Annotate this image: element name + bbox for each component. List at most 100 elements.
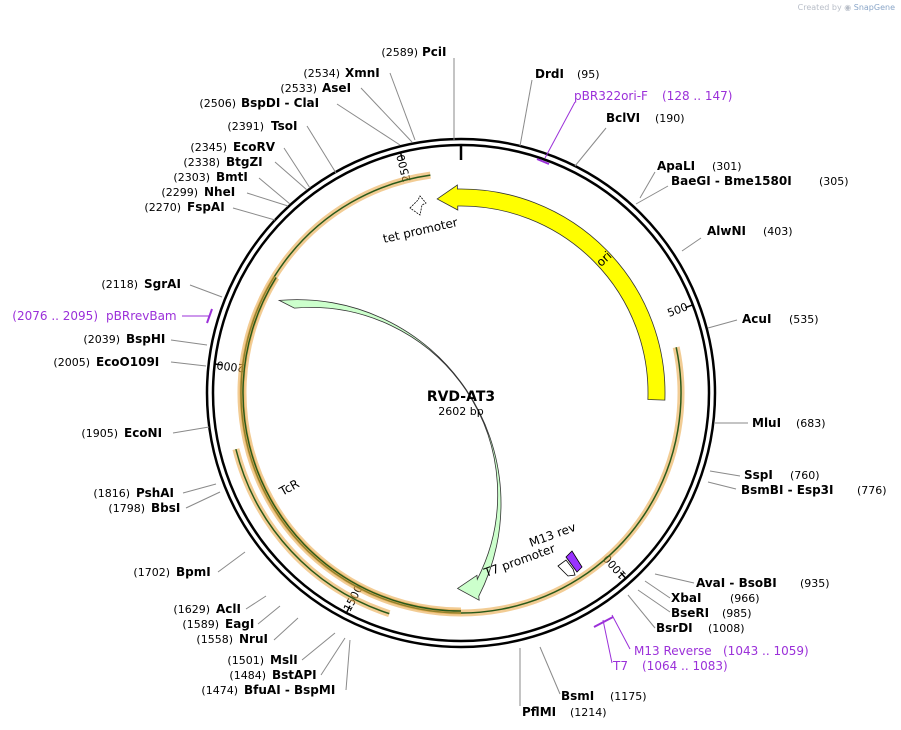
enzyme-drdi[interactable]: DrdI(95) [535, 67, 600, 81]
primer-pbr322ori-f[interactable]: pBR322ori-F(128 .. 147) [574, 89, 732, 103]
svg-text:PshAI: PshAI [136, 486, 174, 500]
svg-text:BsmI: BsmI [561, 689, 594, 703]
credit-prefix: Created by [797, 3, 842, 12]
primer-m13-reverse[interactable]: M13 Reverse(1043 .. 1059) [634, 644, 809, 658]
tcr-feature[interactable] [277, 299, 502, 601]
enzyme-pshai[interactable]: (1816) PshAI [93, 486, 174, 500]
enzyme-bmti[interactable]: (2303)BmtI [173, 170, 247, 184]
svg-text:BspHI: BspHI [126, 332, 165, 346]
enzyme-btgzi[interactable]: (2338)BtgZI [183, 155, 262, 169]
ruler-tick-500 [685, 304, 694, 309]
svg-text:(1175): (1175) [610, 690, 647, 703]
plasmid-name: RVD-AT3 [427, 389, 495, 405]
enzyme-bpmi[interactable]: (1702)BpmI [133, 565, 210, 579]
svg-text:(1905): (1905) [81, 427, 118, 440]
svg-text:BseRI: BseRI [671, 606, 709, 620]
svg-text:(2345): (2345) [190, 141, 227, 154]
enzyme-labels-right: DrdI(95) BclVI(190) ApaLI(301) BaeGI - B… [522, 67, 887, 719]
enzyme-eagi[interactable]: (1589) EagI [182, 617, 254, 631]
enzyme-pcii[interactable]: (2589)PciI [381, 45, 446, 59]
orf-tcr-outer-halo [239, 275, 462, 615]
svg-text:MluI: MluI [752, 416, 781, 430]
svg-text:(2005): (2005) [53, 356, 90, 369]
enzyme-bstapi[interactable]: (1484)BstAPI [229, 668, 316, 682]
primer-labels: pBR322ori-F(128 .. 147) M13 Reverse(1043… [12, 89, 808, 673]
svg-text:(2039): (2039) [83, 333, 120, 346]
enzyme-baegi-bme1580i[interactable]: BaeGI - Bme1580I(305) [671, 174, 849, 188]
enzyme-fspai[interactable]: (2270)FspAI [144, 200, 224, 214]
svg-text:(1589): (1589) [182, 618, 219, 631]
svg-text:EagI: EagI [225, 617, 254, 631]
enzyme-pflmi[interactable]: PflMI(1214) [522, 705, 607, 719]
svg-text:AclI: AclI [216, 602, 241, 616]
svg-text:(760): (760) [790, 469, 820, 482]
svg-text:BmtI: BmtI [216, 170, 248, 184]
enzyme-tsoi[interactable]: (2391)TsoI [227, 119, 297, 133]
enzyme-bsphi[interactable]: (2039) BspHI [83, 332, 165, 346]
enzyme-bsmbi-esp3i[interactable]: BsmBI - Esp3I(776) [741, 483, 887, 497]
svg-text:BbsI: BbsI [151, 501, 180, 515]
svg-text:BfuAI - BspMI: BfuAI - BspMI [244, 683, 335, 697]
svg-text:(301): (301) [712, 160, 742, 173]
enzyme-avai-bsobi[interactable]: AvaI - BsoBI(935) [696, 576, 830, 590]
svg-text:(403): (403) [763, 225, 793, 238]
svg-text:AcuI: AcuI [742, 312, 771, 326]
orf-tcr-outer [242, 277, 462, 612]
enzyme-acui[interactable]: AcuI(535) [742, 312, 819, 326]
backbone-outer [205, 137, 717, 649]
svg-text:BclVI: BclVI [606, 111, 640, 125]
enzyme-xmni[interactable]: (2534)XmnI [303, 66, 379, 80]
svg-text:(2076 .. 2095): (2076 .. 2095) [12, 309, 98, 323]
enzyme-apali[interactable]: ApaLI(301) [657, 159, 742, 173]
svg-text:(2589): (2589) [381, 46, 418, 59]
svg-text:M13 Reverse: M13 Reverse [634, 644, 712, 658]
enzyme-econi[interactable]: (1905)EcoNI [81, 426, 162, 440]
enzyme-bclvi[interactable]: BclVI(190) [606, 111, 685, 125]
enzyme-nrui[interactable]: (1558)NruI [196, 632, 268, 646]
enzyme-bsmi[interactable]: BsmI (1175) [561, 689, 647, 703]
m13-rev-feature[interactable]: M13 rev [527, 520, 583, 573]
enzyme-bfuai-bspmi[interactable]: (1474) BfuAI - BspMI [201, 683, 335, 697]
enzyme-sspi[interactable]: SspI(760) [744, 468, 820, 482]
enzyme-bseri[interactable]: BseRI(985) [671, 606, 752, 620]
enzyme-sgrai[interactable]: (2118)SgrAI [101, 277, 180, 291]
svg-text:BsrDI: BsrDI [656, 621, 693, 635]
leader-lines [170, 58, 748, 706]
svg-text:(2506): (2506) [199, 97, 236, 110]
ori-feature[interactable] [436, 184, 666, 401]
svg-text:(1501): (1501) [227, 654, 264, 667]
svg-text:(1558): (1558) [196, 633, 233, 646]
svg-text:AseI: AseI [322, 81, 351, 95]
tet-promoter-label: tet promoter [382, 215, 460, 246]
svg-text:(95): (95) [577, 68, 600, 81]
enzyme-bbsi[interactable]: (1798)BbsI [108, 501, 180, 515]
primer-pbrrevbam[interactable]: (2076 .. 2095) pBRrevBam [12, 309, 176, 323]
svg-text:BsmBI - Esp3I: BsmBI - Esp3I [741, 483, 833, 497]
svg-text:NheI: NheI [204, 185, 235, 199]
enzyme-nhei[interactable]: (2299)NheI [161, 185, 235, 199]
svg-text:BspDI - ClaI: BspDI - ClaI [241, 96, 319, 110]
svg-text:BtgZI: BtgZI [226, 155, 263, 169]
enzyme-alwni[interactable]: AlwNI(403) [707, 224, 793, 238]
enzyme-ecoo109i[interactable]: (2005) EcoO109I [53, 355, 159, 369]
svg-text:pBRrevBam: pBRrevBam [106, 309, 177, 323]
enzyme-acli[interactable]: (1629)AclI [173, 602, 241, 616]
enzyme-ecorv[interactable]: (2345)EcoRV [190, 140, 275, 154]
svg-text:(1474): (1474) [201, 684, 238, 697]
enzyme-xbai[interactable]: XbaI(966) [671, 591, 760, 605]
enzyme-asei[interactable]: (2533)AseI [280, 81, 351, 95]
primer-t7[interactable]: T7(1064 .. 1083) [612, 659, 728, 673]
enzyme-mlui[interactable]: MluI (683) [752, 416, 826, 430]
svg-text:BstAPI: BstAPI [272, 668, 317, 682]
svg-text:BpmI: BpmI [176, 565, 211, 579]
enzyme-bsrdi[interactable]: BsrDI(1008) [656, 621, 745, 635]
enzyme-bspdi-clai[interactable]: (2506) BspDI - ClaI [199, 96, 319, 110]
svg-text:TsoI: TsoI [271, 119, 297, 133]
svg-text:(966): (966) [730, 592, 760, 605]
svg-text:(935): (935) [800, 577, 830, 590]
svg-text:(1816): (1816) [93, 487, 130, 500]
svg-text:(683): (683) [796, 417, 826, 430]
enzyme-msli[interactable]: (1501)MslI [227, 653, 297, 667]
enzyme-labels-left: (2589)PciI (2534)XmnI (2533)AseI (2506) B… [53, 45, 446, 697]
svg-text:EcoO109I: EcoO109I [96, 355, 159, 369]
